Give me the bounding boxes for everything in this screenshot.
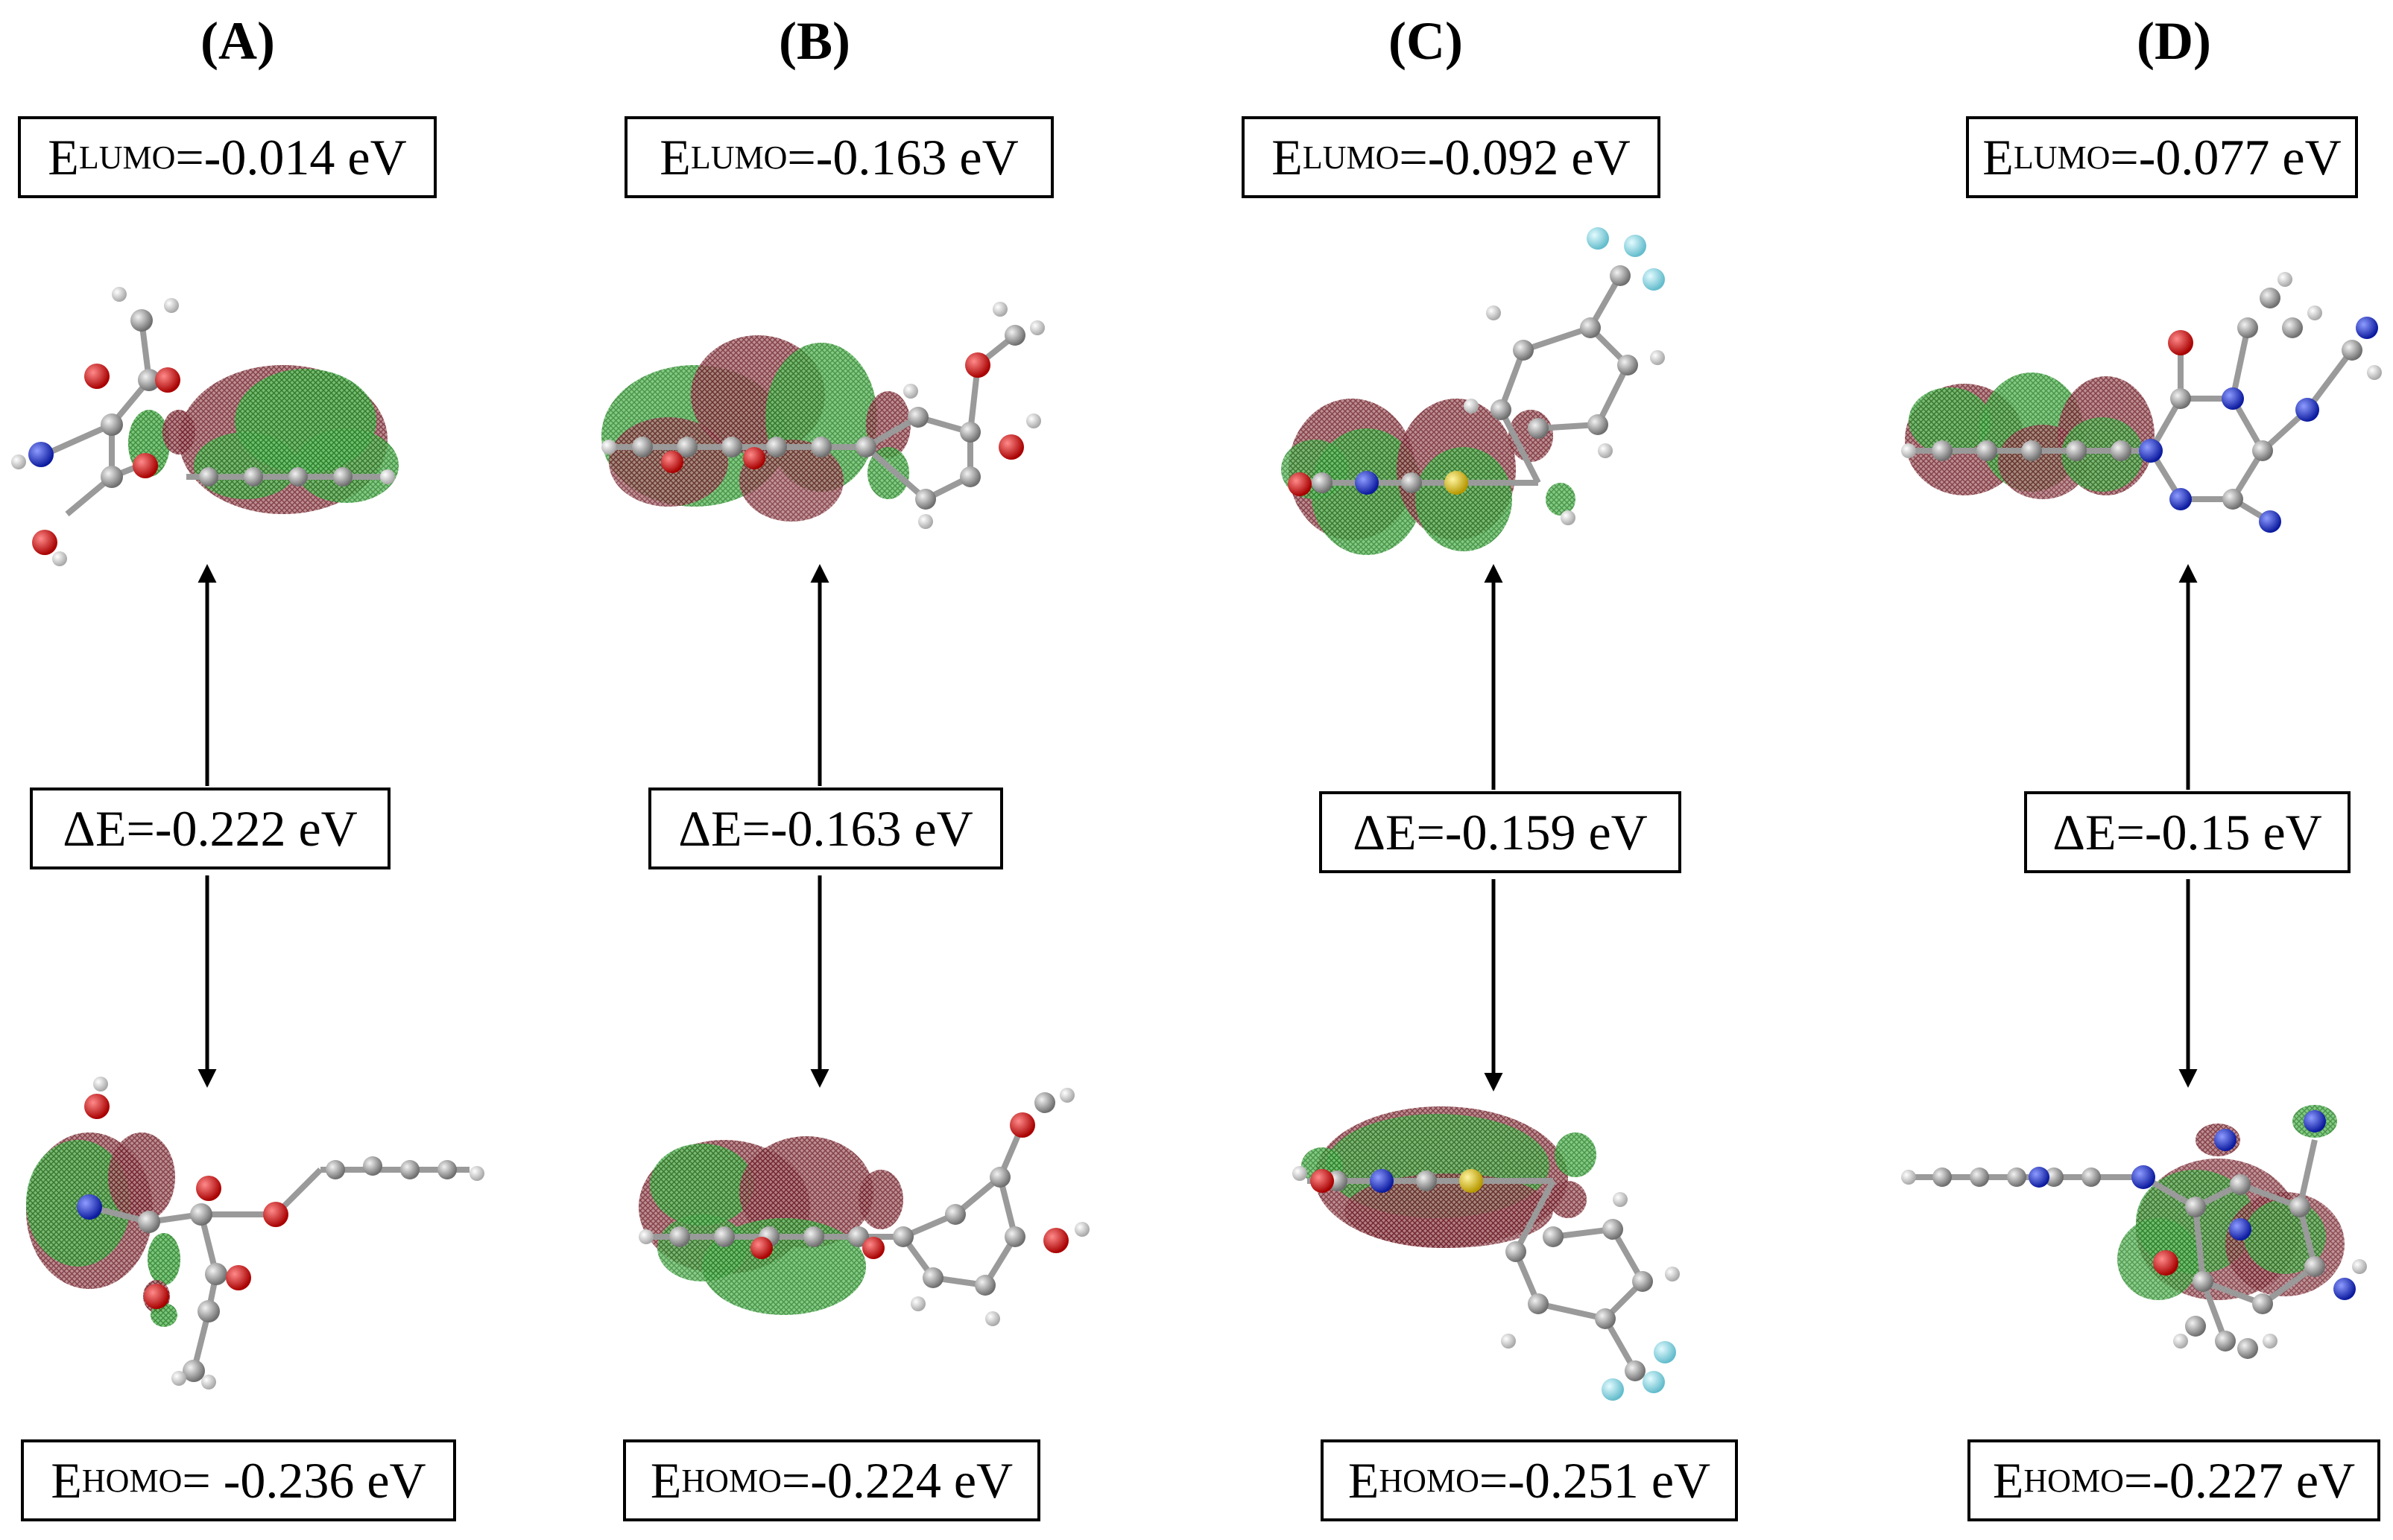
energy-symbol: E <box>48 128 79 186</box>
energy-symbol: E <box>1992 1451 2024 1509</box>
orbital-lobe <box>1555 1132 1596 1177</box>
orbital-lobe <box>657 1214 747 1281</box>
homo-value: = -0.236 eV <box>182 1451 426 1509</box>
homo-subscript: HOMO <box>1379 1462 1479 1499</box>
lumo-subscript: LUMO <box>78 139 176 176</box>
energy-gap-arrow <box>1484 564 1503 1091</box>
energy-symbol: E <box>650 1451 682 1509</box>
energy-gap-arrow <box>2178 564 2198 1088</box>
lumo-value: =-0.092 eV <box>1399 128 1631 186</box>
homo-value: =-0.224 eV <box>781 1451 1014 1509</box>
lumo-orbital-c <box>1281 227 1665 555</box>
energy-symbol: E <box>1347 1451 1379 1509</box>
orbital-lobe <box>151 1303 177 1327</box>
homo-subscript: HOMO <box>2023 1462 2124 1499</box>
panel-label: (C) <box>1388 11 1463 71</box>
energy-symbol: E <box>1271 128 1303 186</box>
lumo-value: =-0.163 eV <box>787 128 1019 186</box>
delta-e-box: ΔE=-0.159 eV <box>1319 791 1681 873</box>
lumo-orbital-a <box>11 287 399 566</box>
orbital-lobe <box>2061 417 2143 492</box>
delta-e-box: ΔE=-0.163 eV <box>648 788 1003 869</box>
orbital-lobe <box>1549 1181 1587 1218</box>
energy-symbol: E <box>1982 128 2014 186</box>
homo-orbital-d <box>1901 1105 2367 1359</box>
panel-label: (A) <box>200 11 275 71</box>
energy-gap-arrow <box>197 564 217 1088</box>
energy-symbol: E <box>660 128 691 186</box>
homo-value: =-0.227 eV <box>2123 1451 2356 1509</box>
energy-symbol: E <box>51 1451 82 1509</box>
orbital-lobe <box>1546 483 1575 516</box>
lumo-orbital-d <box>1901 272 2382 533</box>
orbital-lobe <box>859 1170 903 1229</box>
homo-subscript: HOMO <box>81 1462 183 1499</box>
orbital-lobe <box>650 1144 754 1226</box>
lumo-value: =-0.014 eV <box>175 128 407 186</box>
orbital-lobe <box>1909 387 1991 454</box>
delta-e-box: ΔE=-0.15 eV <box>2024 791 2351 873</box>
orbital-lobe <box>739 440 844 522</box>
homo-subscript: HOMO <box>681 1462 782 1499</box>
lumo-subscript: LUMO <box>2013 139 2111 176</box>
homo-orbital-b <box>639 1088 1090 1326</box>
lumo-orbital-b <box>601 302 1045 529</box>
homo-value: =-0.251 eV <box>1479 1451 1711 1509</box>
orbital-lobe <box>148 1233 180 1285</box>
delta-e-box: ΔE=-0.222 eV <box>30 788 391 869</box>
lumo-subscript: LUMO <box>1302 139 1400 176</box>
orbital-lobe <box>1415 447 1512 551</box>
lumo-value: =-0.077 eV <box>2110 128 2342 186</box>
orbital-lobe <box>162 410 195 454</box>
panel-label: (B) <box>779 11 850 71</box>
homo-orbital-c <box>1292 1106 1680 1401</box>
lumo-subscript: LUMO <box>690 139 788 176</box>
orbital-lobe <box>294 428 399 503</box>
panel-label: (D) <box>2137 11 2211 71</box>
homo-orbital-a <box>26 1077 484 1390</box>
orbital-lobe <box>194 432 298 499</box>
orbital-lobe <box>108 1132 175 1222</box>
orbital-lobe <box>1344 1173 1553 1248</box>
